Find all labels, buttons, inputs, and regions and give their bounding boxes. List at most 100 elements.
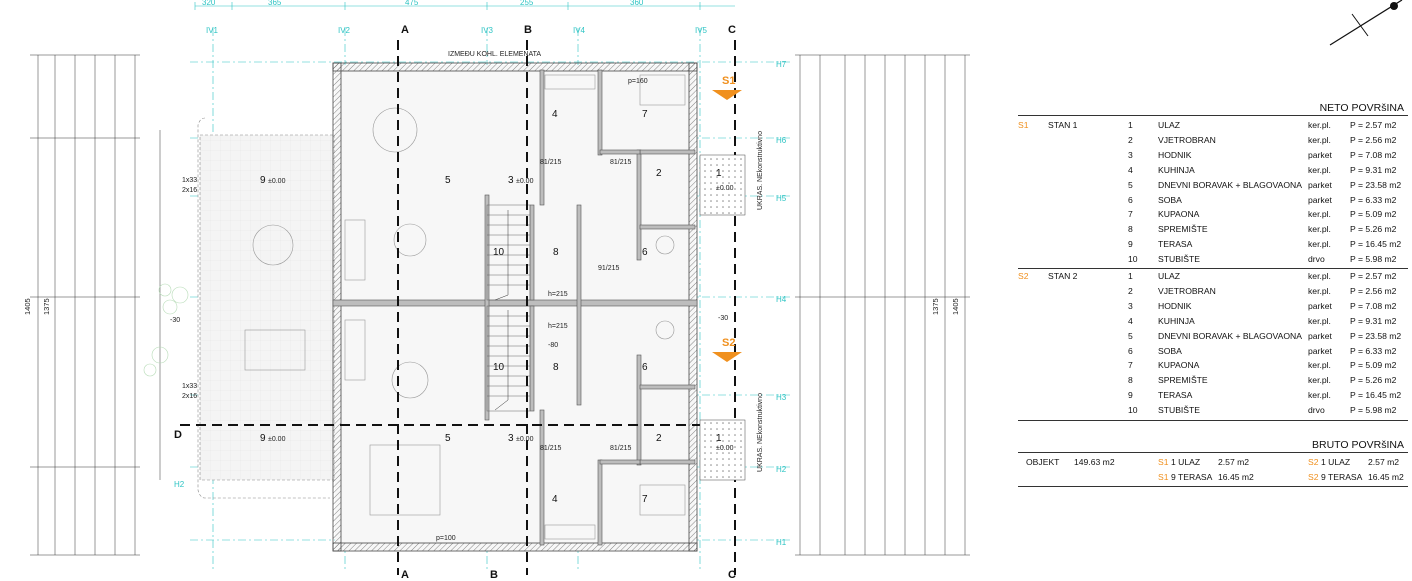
unit-tag bbox=[1018, 329, 1048, 344]
room-number: 3 bbox=[1128, 300, 1133, 311]
room-floor-material: parket bbox=[1308, 300, 1332, 311]
top-dim-2: 365 bbox=[268, 0, 282, 7]
room-name: HODNIK bbox=[1158, 300, 1192, 311]
level-terrace-edge: -30 bbox=[170, 317, 180, 324]
level-stair: -80 bbox=[548, 342, 558, 349]
bruto-s1-tag-2: S1 bbox=[1158, 472, 1169, 482]
unit-tag bbox=[1018, 314, 1048, 329]
room-area: P = 5.09 m2 bbox=[1350, 209, 1397, 220]
room-name: HODNIK bbox=[1158, 149, 1192, 160]
room-number: 8 bbox=[1128, 224, 1133, 235]
bruto-title: BRUTO POVRšINA bbox=[1312, 439, 1404, 451]
bruto-s1-tag-1: S1 bbox=[1158, 457, 1169, 467]
room-num-s1-6: 6 bbox=[642, 247, 648, 258]
axis-label-h5: H5 bbox=[776, 194, 787, 203]
floor-plan-drawing: 320 365 475 255 360 IV1 IV2 IV3 IV4 IV5 … bbox=[23, 0, 970, 581]
unit-tag bbox=[1018, 178, 1048, 193]
neto-divider bbox=[1018, 115, 1408, 116]
unit-tag: S1 bbox=[1018, 120, 1029, 130]
unit-tag bbox=[1018, 193, 1048, 208]
unit-name bbox=[1048, 299, 1128, 314]
room-number: 9 bbox=[1128, 390, 1133, 401]
room-name: DNEVNI BORAVAK + BLAGOVAONA bbox=[1158, 179, 1302, 190]
room-num-s2-1: 1 bbox=[716, 433, 722, 444]
stair-height-s1: h=215 bbox=[548, 291, 568, 298]
door-s2-entry: 81/215 bbox=[610, 445, 632, 452]
top-dimension-line bbox=[194, 2, 735, 10]
bruto-object-label: OBJEKT bbox=[1026, 457, 1060, 467]
entrance-marker-s1: S1 bbox=[712, 75, 742, 100]
section-label-c-bottom: C bbox=[728, 569, 736, 581]
svg-text:S2: S2 bbox=[722, 337, 735, 349]
room-name: KUHINJA bbox=[1158, 315, 1195, 326]
room-name: SOBA bbox=[1158, 194, 1182, 205]
sill-s2: p=100 bbox=[436, 535, 456, 542]
bruto-s2-tag-1: S2 bbox=[1308, 457, 1319, 467]
room-num-s1-5: 5 bbox=[445, 175, 451, 186]
axis-label-iv2: IV2 bbox=[338, 26, 351, 35]
room-area: P = 9.31 m2 bbox=[1350, 164, 1397, 175]
bruto-bottom-divider bbox=[1018, 486, 1408, 487]
unit-tag bbox=[1018, 222, 1048, 237]
window-s2-a: 1x33 bbox=[182, 383, 197, 390]
garden-shrubs bbox=[143, 283, 189, 377]
top-dim-3: 475 bbox=[405, 0, 419, 7]
unit-name bbox=[1048, 344, 1128, 359]
furniture bbox=[244, 74, 686, 540]
unit-tag bbox=[1018, 133, 1048, 148]
room-num-s1-8: 8 bbox=[553, 247, 559, 258]
room-name: ULAZ bbox=[1158, 120, 1180, 130]
room-floor-material: drvo bbox=[1308, 254, 1325, 265]
room-floor-material: parket bbox=[1308, 179, 1332, 190]
room-num-s2-4: 4 bbox=[552, 494, 558, 505]
axis-label-iv5: IV5 bbox=[695, 26, 708, 35]
room-row: 5 DNEVNI BORAVAK + BLAGOVAONA parket P = 23… bbox=[1018, 178, 1408, 193]
room-area: P = 5.98 m2 bbox=[1350, 405, 1397, 416]
room-area: P = 23.58 m2 bbox=[1350, 179, 1402, 190]
ukras-note-s1: UKRAS. NEkonstruktivno bbox=[757, 131, 764, 210]
bruto-s1-row1-area: 2.57 m2 bbox=[1218, 457, 1250, 467]
room-floor-material: ker.pl. bbox=[1308, 390, 1331, 401]
bruto-s1-row2-name: 9 TERASA bbox=[1171, 472, 1213, 482]
room-num-s2-6: 6 bbox=[642, 362, 648, 373]
room-row: 3 HODNIK parket P = 7.08 m2 bbox=[1018, 299, 1408, 314]
room-num-s1-2: 2 bbox=[656, 168, 662, 179]
room-area: P = 7.08 m2 bbox=[1350, 300, 1397, 311]
staircase-s1 bbox=[486, 204, 531, 301]
room-num-s1-7: 7 bbox=[642, 109, 648, 120]
unit-name bbox=[1048, 178, 1128, 193]
room-name: STUBIŠTE bbox=[1158, 405, 1201, 416]
unit-tag bbox=[1018, 163, 1048, 178]
bruto-object-value: 149.63 m2 bbox=[1074, 457, 1115, 467]
room-number: 10 bbox=[1128, 254, 1138, 265]
unit-name bbox=[1048, 252, 1128, 267]
bruto-s2-row2-name: 9 TERASA bbox=[1321, 472, 1363, 482]
door-s1-entry: 81/215 bbox=[610, 159, 632, 166]
room-name: KUPAONA bbox=[1158, 209, 1200, 220]
axis-label-h2: H2 bbox=[776, 465, 787, 474]
room-floor-material: ker.pl. bbox=[1308, 285, 1331, 296]
room-area: P = 9.31 m2 bbox=[1350, 315, 1397, 326]
level-outside: -30 bbox=[718, 315, 728, 322]
unit-name bbox=[1048, 222, 1128, 237]
room-area: P = 16.45 m2 bbox=[1350, 239, 1402, 250]
exterior-walls bbox=[332, 62, 698, 552]
unit-name bbox=[1048, 388, 1128, 403]
room-number: 5 bbox=[1128, 179, 1133, 190]
axis-label-h1: H1 bbox=[776, 538, 787, 547]
unit-divider bbox=[1018, 268, 1408, 269]
room-number: 9 bbox=[1128, 239, 1133, 250]
element-note: IZMEĐU KOHL. ELEMENATA bbox=[448, 51, 541, 58]
door-s2-hall: 81/215 bbox=[540, 445, 562, 452]
